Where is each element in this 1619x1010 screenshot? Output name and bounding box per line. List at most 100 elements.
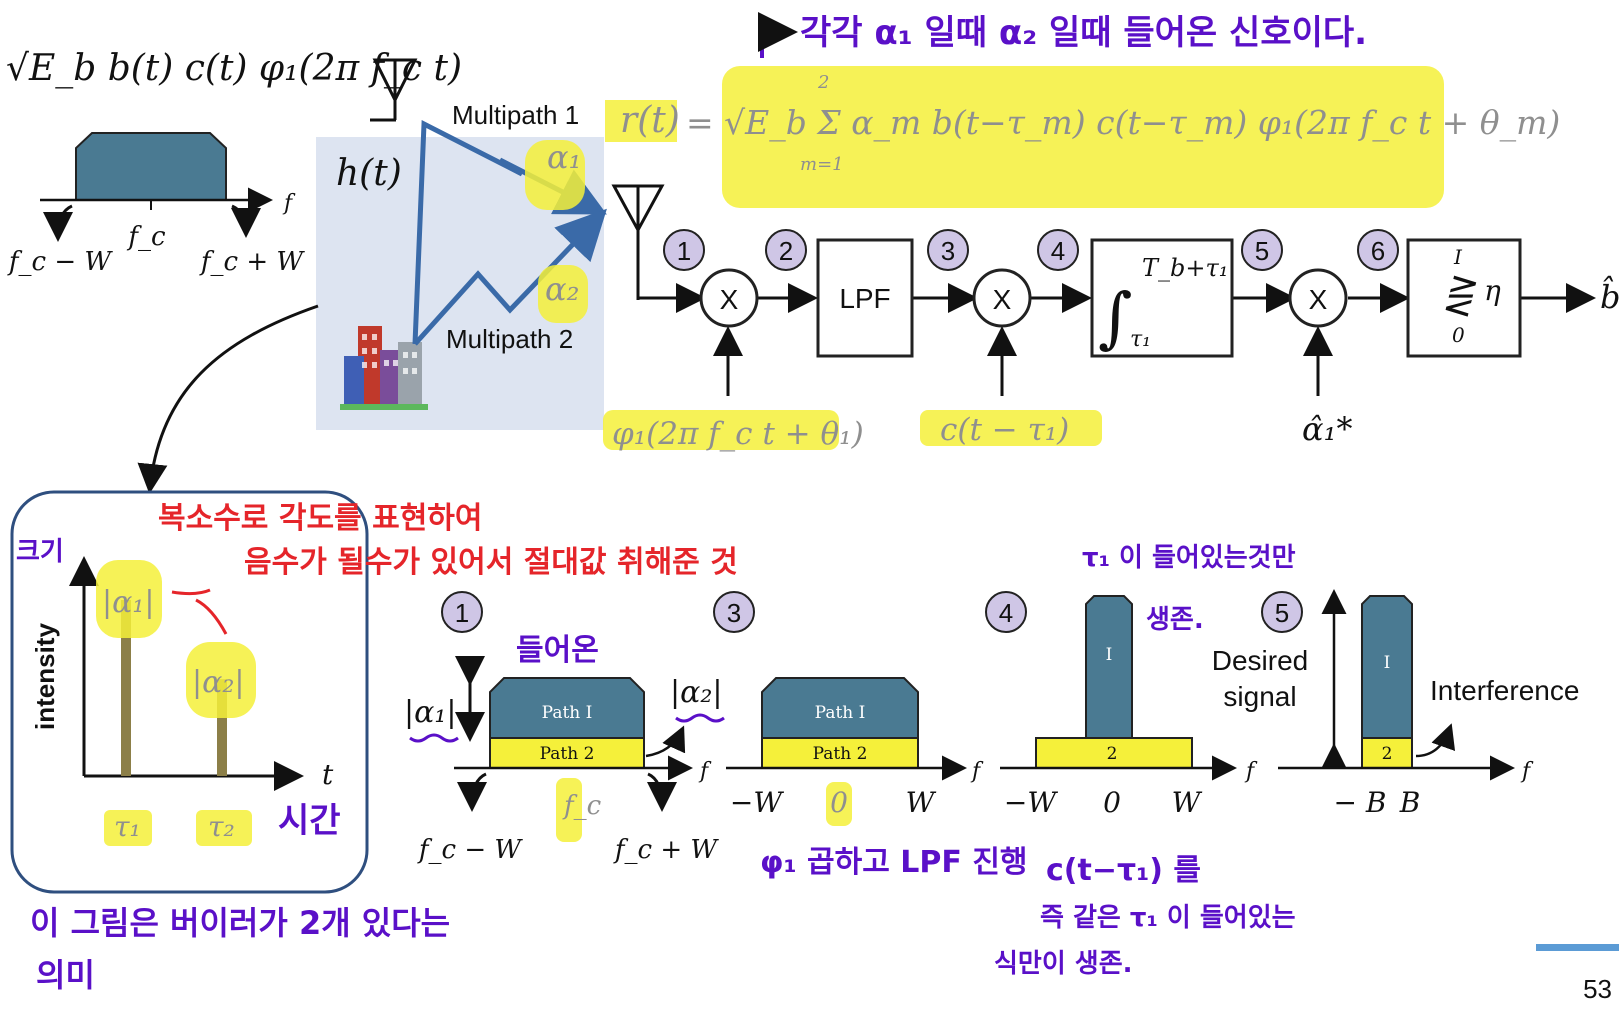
tx-spectrum: f f_c f_c − W f_c + W	[7, 132, 305, 277]
multipath2-arrow	[413, 208, 607, 346]
note-c-2: 즉 같은 τ₁ 이 들어있는	[1040, 903, 1296, 933]
svg-text:I: I	[1106, 645, 1113, 665]
impulse-ylabel: intensity	[30, 623, 60, 730]
code-ref: c(t − τ₁)	[940, 412, 1069, 448]
svg-text:f: f	[1520, 759, 1534, 784]
mixer-3-label: X	[1309, 284, 1328, 315]
impulse-tau2: τ₂	[208, 810, 235, 843]
integral-lower: τ₁	[1130, 327, 1151, 352]
multipath1-label: Multipath 1	[452, 100, 579, 130]
note-c-3: 식만이 생존.	[994, 949, 1133, 979]
page-number: 53	[1583, 974, 1612, 1004]
svg-text:signal: signal	[1223, 681, 1296, 712]
note-meaning-2: 의미	[36, 956, 95, 994]
svg-text:f_c: f_c	[562, 791, 602, 821]
link-arrow	[137, 304, 319, 494]
lpf-block	[816, 238, 914, 358]
svg-text:1: 1	[455, 598, 469, 628]
tx-fc-minus-w: f_c − W	[7, 247, 113, 277]
svg-text:f_c + W: f_c + W	[613, 835, 719, 865]
note-arrow	[758, 12, 798, 58]
svg-text:0: 0	[1103, 786, 1121, 819]
integral-sign: ∫	[1098, 279, 1132, 356]
note-red2: 음수가 될수가 있어서 절대값 취해준 것	[244, 545, 738, 580]
spectrum-4: 4 τ₁ 이 들어있는것만 생존. I 2 f −W 0 W c(t−τ₁) 를…	[985, 543, 1296, 979]
mixer-1	[699, 268, 759, 328]
tx-axis-f: f	[282, 191, 296, 216]
output-bhat: b̂	[1600, 275, 1619, 316]
a1-highlight	[96, 560, 162, 638]
svg-text:f: f	[970, 759, 984, 784]
impulse-bar-1	[121, 600, 131, 776]
tau2-highlight	[196, 810, 252, 846]
spectrum-1: 1 들어온 Path I Path 2 f |α₁| |α₂| f_c f_c …	[404, 591, 725, 865]
svg-text:f: f	[698, 759, 712, 784]
carrier-highlight	[603, 410, 839, 450]
svg-text:Desired: Desired	[1212, 645, 1308, 676]
tx-antenna-icon	[370, 58, 418, 122]
decision-top: I	[1453, 245, 1463, 269]
svg-text:Path I: Path I	[815, 703, 866, 723]
svg-text:4: 4	[1051, 236, 1065, 266]
note-top: 각각 α₁ 일때 α₂ 일때 들어온 신호이다.	[800, 13, 1367, 53]
svg-text:−W: −W	[730, 786, 784, 819]
svg-text:5: 5	[1255, 236, 1269, 266]
svg-text:3: 3	[727, 598, 741, 628]
mixer-3	[1288, 268, 1348, 328]
svg-text:4: 4	[999, 598, 1013, 628]
received-r: r(t)	[620, 100, 680, 141]
rx-step-markers: 1 2 3 4 5 6	[663, 229, 1399, 271]
a2-highlight	[186, 642, 256, 718]
received-eq: = √E_b Σ α_m b(t−τ_m) c(t−τ_m) φ₁(2π f_c…	[686, 103, 1560, 143]
integrator-block	[1090, 238, 1234, 358]
svg-text:Path 2: Path 2	[540, 744, 595, 764]
impulse-tau1: τ₁	[114, 810, 141, 843]
eq-highlight	[722, 66, 1444, 208]
sum-top: 2	[817, 72, 829, 93]
mixer-2-label: X	[993, 284, 1012, 315]
note-red1: 복소수로 각도를 표현하여	[158, 501, 483, 536]
impulse-a1: |α₁|	[102, 585, 155, 620]
decision-block	[1406, 238, 1522, 358]
note-meaning-1: 이 그림은 버이러가 2개 있다는	[30, 904, 450, 942]
svg-text:2: 2	[1382, 744, 1393, 764]
svg-text:f: f	[1244, 759, 1258, 784]
svg-text:W: W	[1172, 786, 1203, 819]
note-c-1: c(t−τ₁) 를	[1046, 853, 1201, 888]
multipath2-label: Multipath 2	[446, 324, 573, 354]
alpha2-label: α₂	[545, 270, 579, 308]
svg-text:6: 6	[1371, 236, 1385, 266]
r-highlight	[605, 100, 677, 142]
integral-upper: T_b+τ₁	[1142, 254, 1228, 282]
svg-text:Path I: Path I	[542, 703, 593, 723]
svg-text:3: 3	[941, 236, 955, 266]
carrier-ref: φ₁(2π f_c t + θ₁)	[612, 416, 864, 452]
note-tau-only-2: 생존.	[1146, 605, 1204, 635]
decision-bottom: 0	[1452, 323, 1465, 347]
svg-text:5: 5	[1275, 598, 1289, 628]
impulse-bar-2	[217, 679, 227, 776]
decision-sign: ⋛	[1442, 273, 1477, 317]
code-highlight	[920, 410, 1102, 446]
svg-text:f_c − W: f_c − W	[417, 835, 523, 865]
impulse-xlabel: t	[322, 758, 334, 791]
lpf-label: LPF	[839, 283, 890, 314]
svg-text:|α₁|: |α₁|	[404, 695, 457, 730]
note-time: 시간	[278, 801, 341, 841]
sum-bottom: m=1	[800, 154, 844, 175]
svg-text:B: B	[1399, 786, 1421, 819]
impulse-a2: |α₂|	[192, 665, 245, 700]
mixer-2	[972, 268, 1032, 328]
spectrum-3: 3 Path I Path 2 f −W 0 W φ₁ 곱하고 LPF 진행	[713, 591, 1028, 880]
alpha1-label: α₁	[547, 138, 581, 176]
svg-text:Path 2: Path 2	[813, 744, 868, 764]
mixer-1-label: X	[720, 284, 739, 315]
svg-text:Interference: Interference	[1430, 675, 1579, 706]
note-phi: φ₁ 곱하고 LPF 진행	[760, 845, 1028, 880]
svg-text:−W: −W	[1004, 786, 1058, 819]
spectrum-5: 5 Desired signal I 2 f − B B Interferenc…	[1212, 589, 1579, 819]
note-size: 크기	[16, 537, 64, 567]
svg-text:1: 1	[677, 236, 691, 266]
